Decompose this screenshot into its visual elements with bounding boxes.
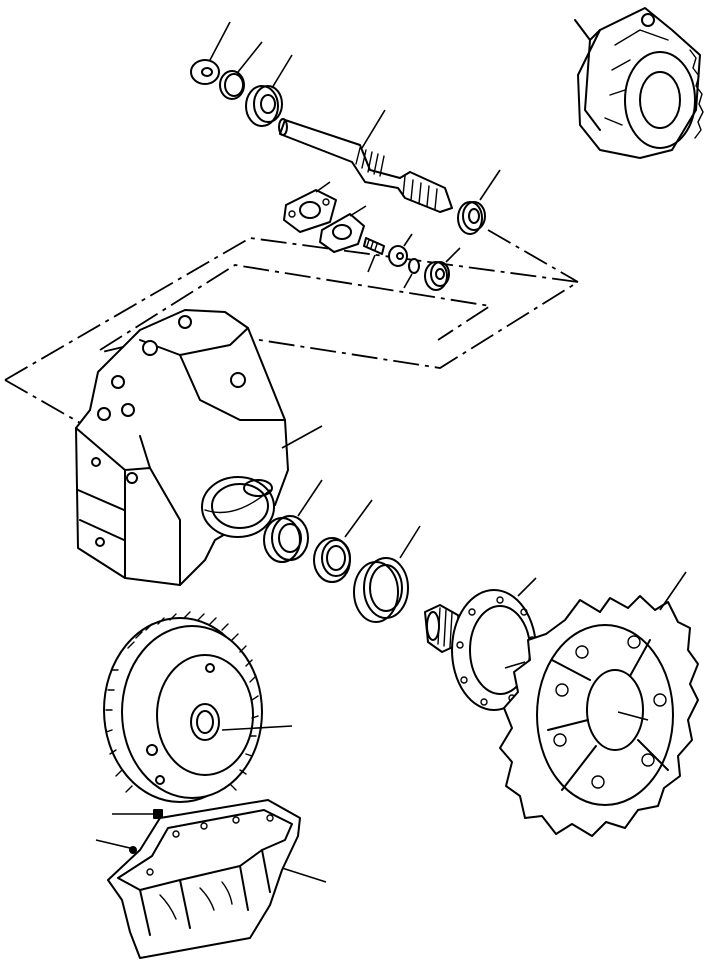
sprocket <box>499 571 699 837</box>
bearing-small <box>424 247 461 291</box>
seal-washer <box>190 21 231 85</box>
pinion-shaft <box>278 109 453 213</box>
bearing-upper <box>245 54 293 127</box>
snap-ring <box>219 41 263 100</box>
bolt <box>363 237 385 273</box>
oil-seal <box>313 499 373 583</box>
gasket <box>319 205 367 253</box>
bearing-lower <box>457 169 501 235</box>
washer <box>388 233 413 267</box>
nut <box>403 258 420 289</box>
bull-gear <box>103 611 293 803</box>
drain-plug <box>95 839 137 854</box>
bearing-hub-inner <box>263 479 323 563</box>
final-drive-housing <box>75 309 323 586</box>
oil-pan <box>107 799 327 959</box>
assembly-reference-lines <box>4 229 581 425</box>
seal-ring <box>353 525 421 623</box>
location-thumbnail <box>574 7 704 159</box>
bolt-gear <box>112 809 163 819</box>
cover-plate <box>283 181 337 233</box>
